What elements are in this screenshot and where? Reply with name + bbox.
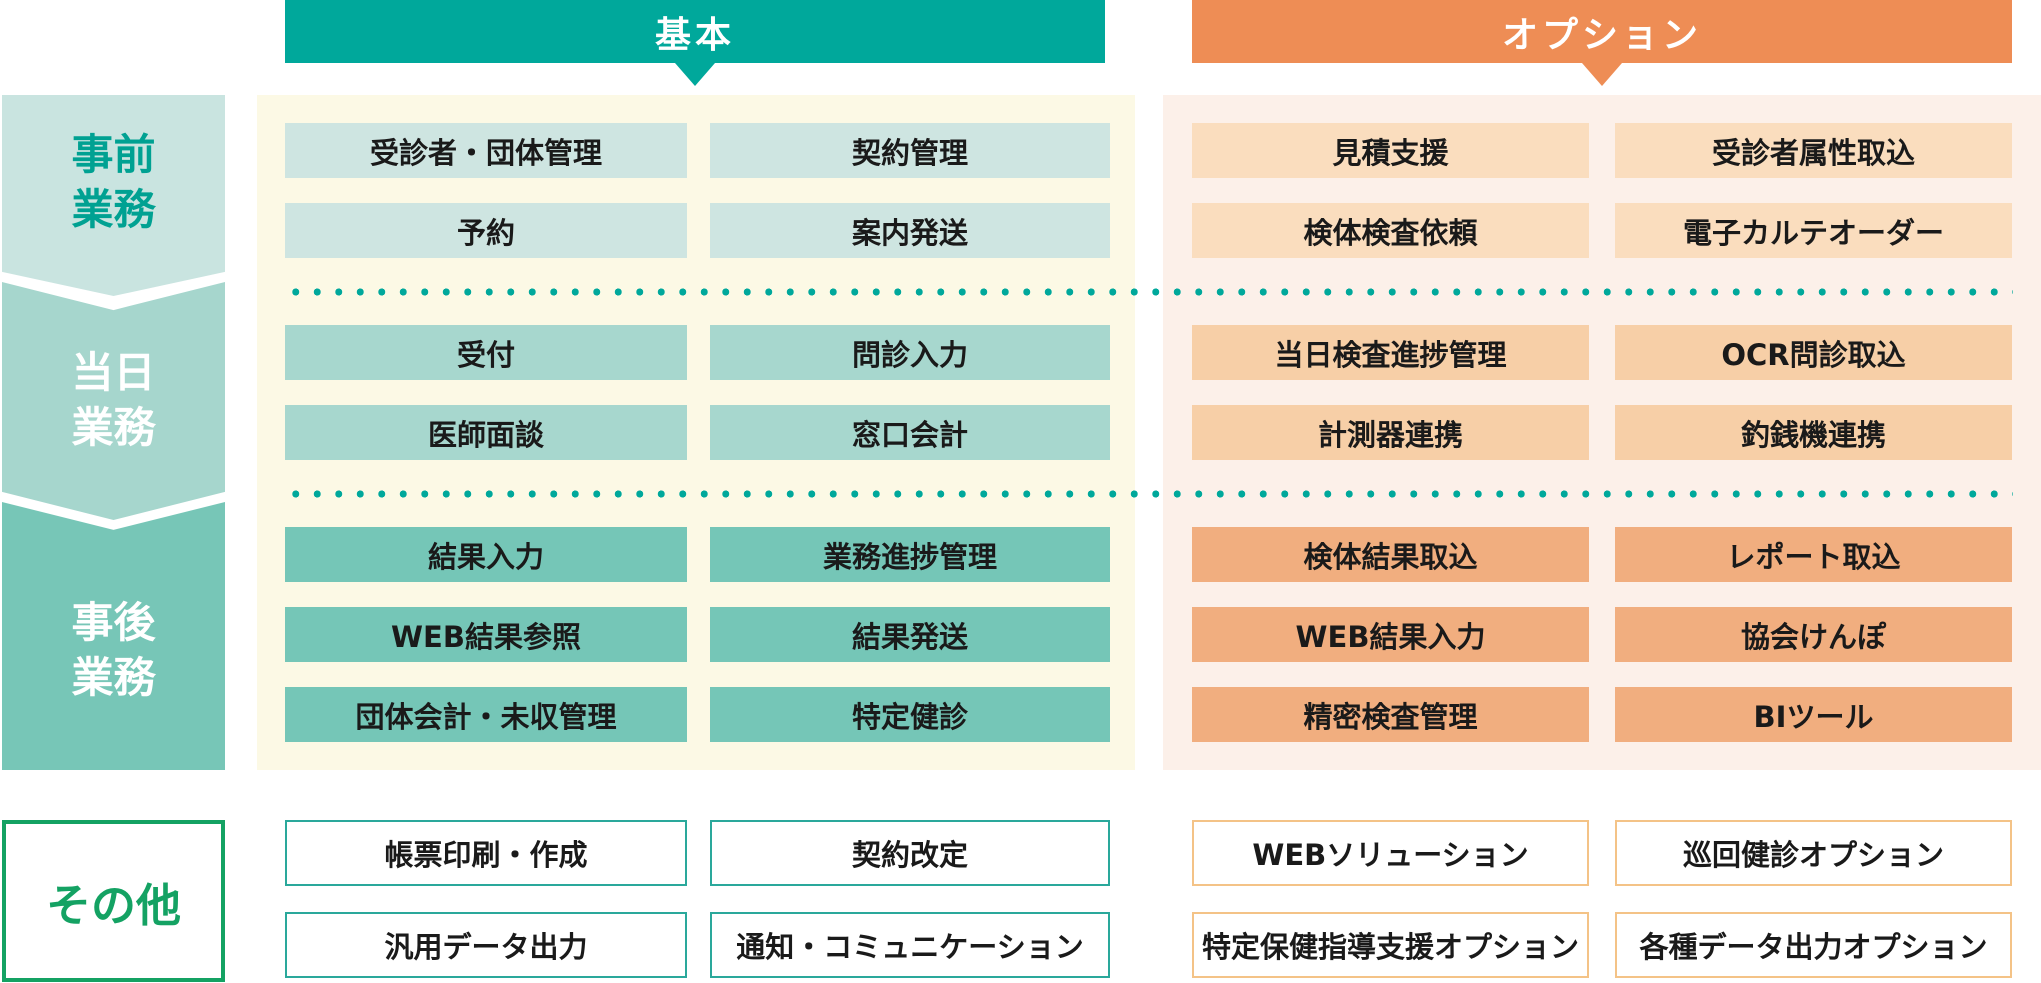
basic-feature-cell: 団体会計・未収管理 xyxy=(285,687,687,742)
option-feature-cell: レポート取込 xyxy=(1615,527,2012,582)
basic-feature-cell: 受診者・団体管理 xyxy=(285,123,687,178)
option-feature-cell: 釣銭機連携 xyxy=(1615,405,2012,460)
option-feature-cell: 当日検査進捗管理 xyxy=(1192,325,1589,380)
basic-feature-cell: WEB結果参照 xyxy=(285,607,687,662)
option-feature-cell: 検体結果取込 xyxy=(1192,527,1589,582)
other-option-cell: 巡回健診オプション xyxy=(1615,820,2012,886)
option-header-label: オプション xyxy=(1501,14,1702,56)
option-feature-cell: 受診者属性取込 xyxy=(1615,123,2012,178)
option-feature-cell: 協会けんぽ xyxy=(1615,607,2012,662)
other-section-label: その他 xyxy=(45,878,181,932)
dotted-separator-1 xyxy=(285,288,2013,296)
other-basic-cell: 契約改定 xyxy=(710,820,1110,886)
other-option-cell: 各種データ出力オプション xyxy=(1615,912,2012,978)
phase-day-label-line1: 当日 xyxy=(71,348,156,398)
basic-feature-cell: 医師面談 xyxy=(285,405,687,460)
option-header-banner: オプション xyxy=(1192,0,2012,63)
other-option-cell: WEBソリューション xyxy=(1192,820,1589,886)
option-feature-cell: OCR問診取込 xyxy=(1615,325,2012,380)
phase-pre-chevron: 事前 業務 xyxy=(2,95,225,296)
basic-header-label: 基本 xyxy=(654,14,735,56)
basic-feature-cell: 受付 xyxy=(285,325,687,380)
option-feature-cell: 検体検査依頼 xyxy=(1192,203,1589,258)
phase-post-label-line1: 事後 xyxy=(71,598,156,648)
basic-feature-cell: 結果発送 xyxy=(710,607,1110,662)
option-banner-arrow-icon xyxy=(1582,63,1622,86)
basic-feature-cell: 契約管理 xyxy=(710,123,1110,178)
option-feature-cell: BIツール xyxy=(1615,687,2012,742)
basic-feature-cell: 案内発送 xyxy=(710,203,1110,258)
option-feature-cell: 見積支援 xyxy=(1192,123,1589,178)
basic-banner-arrow-icon xyxy=(675,63,715,86)
basic-header-banner: 基本 xyxy=(285,0,1105,63)
phase-day-label-line2: 業務 xyxy=(71,403,156,452)
other-basic-cell: 帳票印刷・作成 xyxy=(285,820,687,886)
basic-feature-cell: 窓口会計 xyxy=(710,405,1110,460)
option-feature-cell: 計測器連携 xyxy=(1192,405,1589,460)
phase-pre-label-line2: 業務 xyxy=(71,184,156,234)
option-feature-cell: 電子カルテオーダー xyxy=(1615,203,2012,258)
basic-feature-cell: 予約 xyxy=(285,203,687,258)
dotted-separator-2 xyxy=(285,490,2013,498)
basic-feature-cell: 結果入力 xyxy=(285,527,687,582)
basic-feature-cell: 業務進捗管理 xyxy=(710,527,1110,582)
option-feature-cell: 精密検査管理 xyxy=(1192,687,1589,742)
basic-feature-cell: 問診入力 xyxy=(710,325,1110,380)
phase-post-label-line2: 業務 xyxy=(71,653,156,702)
other-basic-cell: 汎用データ出力 xyxy=(285,912,687,978)
other-option-cell: 特定保健指導支援オプション xyxy=(1192,912,1589,978)
phase-post-chevron: 事後 業務 xyxy=(2,502,225,770)
phase-day-chevron: 当日 業務 xyxy=(2,282,225,520)
other-section-box: その他 xyxy=(2,820,225,982)
phase-pre-label-line1: 事前 xyxy=(71,129,156,179)
basic-feature-cell: 特定健診 xyxy=(710,687,1110,742)
other-basic-cell: 通知・コミュニケーション xyxy=(710,912,1110,978)
option-feature-cell: WEB結果入力 xyxy=(1192,607,1589,662)
